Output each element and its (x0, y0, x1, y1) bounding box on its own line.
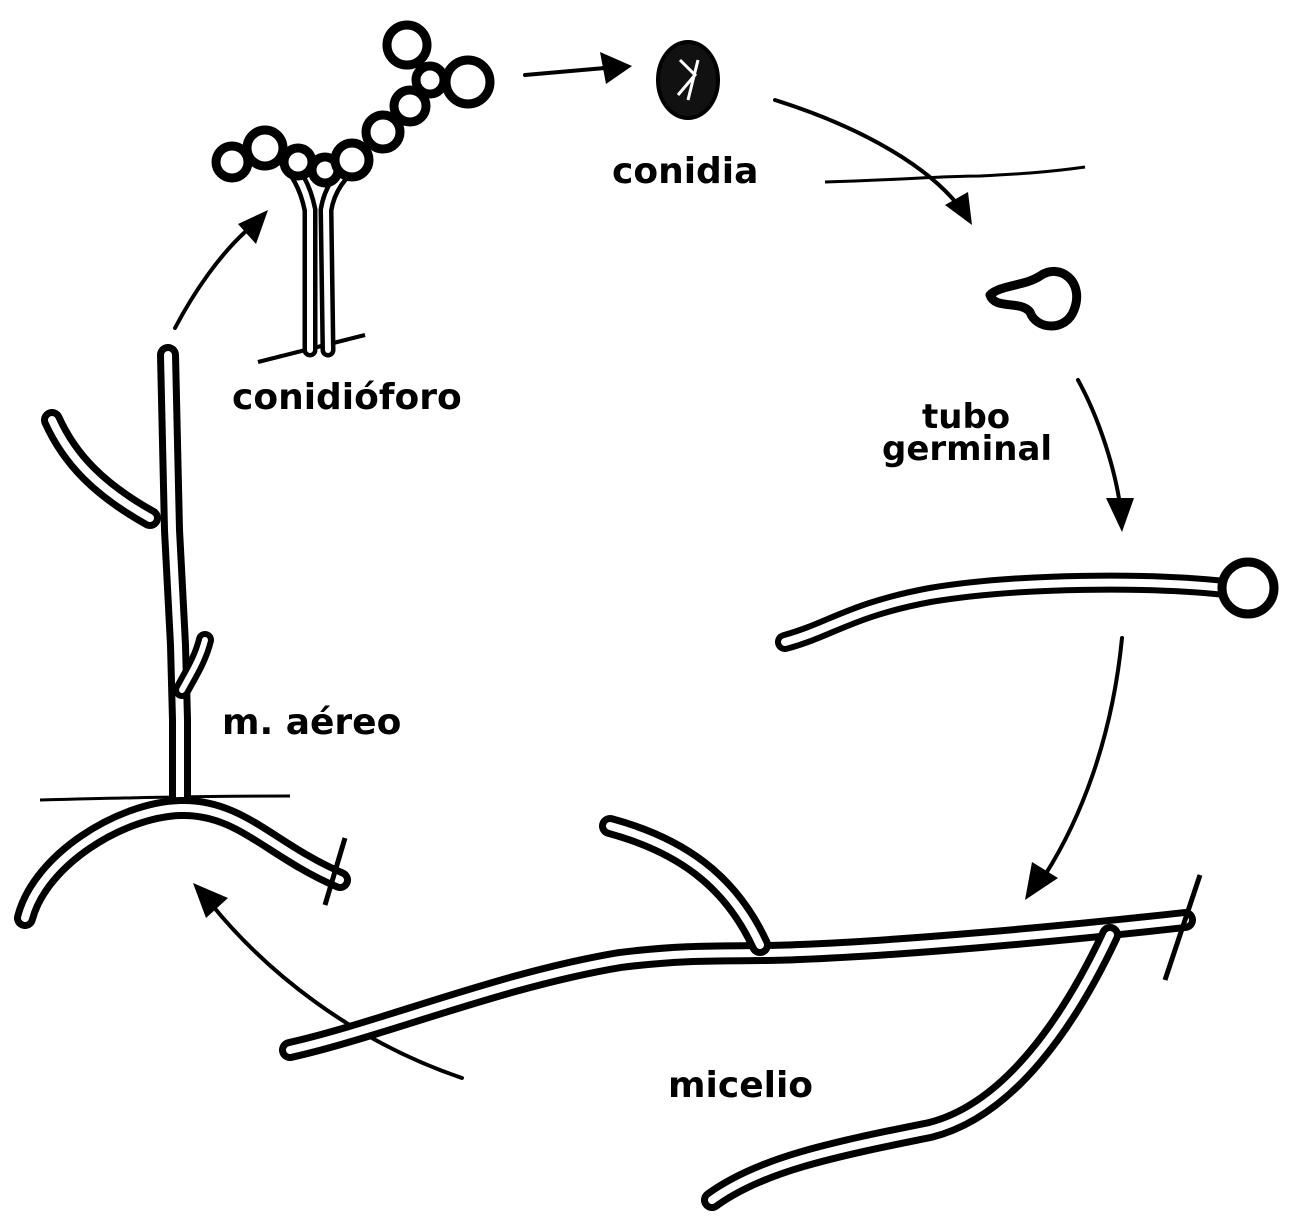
arrow-germination-to-germ-tube (1078, 380, 1134, 532)
arrow-conidiophore-to-conidia (525, 52, 632, 84)
arrow-conidia-to-germination (775, 100, 972, 225)
aerial-mycelium-drawing (25, 355, 345, 918)
substrate-surface-lines (40, 167, 1085, 800)
arrow-germ-tube-to-mycelium (1025, 638, 1122, 900)
label-conidioforo: conidióforo (232, 380, 462, 416)
cycle-arrows (175, 52, 1134, 1078)
label-m-aereo: m. aéreo (222, 705, 401, 741)
label-micelio: micelio (668, 1068, 813, 1104)
surface-line-top-right (825, 167, 1085, 182)
germ-tube-drawing (785, 562, 1274, 642)
arrow-aerial-to-conidiophore (175, 210, 268, 328)
mycelium-drawing (290, 826, 1200, 1200)
germinating-spore-drawing (990, 271, 1077, 326)
label-conidia: conidia (612, 154, 758, 190)
conidiophore-drawing (216, 25, 490, 350)
label-germinal: germinal (882, 432, 1052, 466)
conidium-drawing (658, 42, 718, 118)
